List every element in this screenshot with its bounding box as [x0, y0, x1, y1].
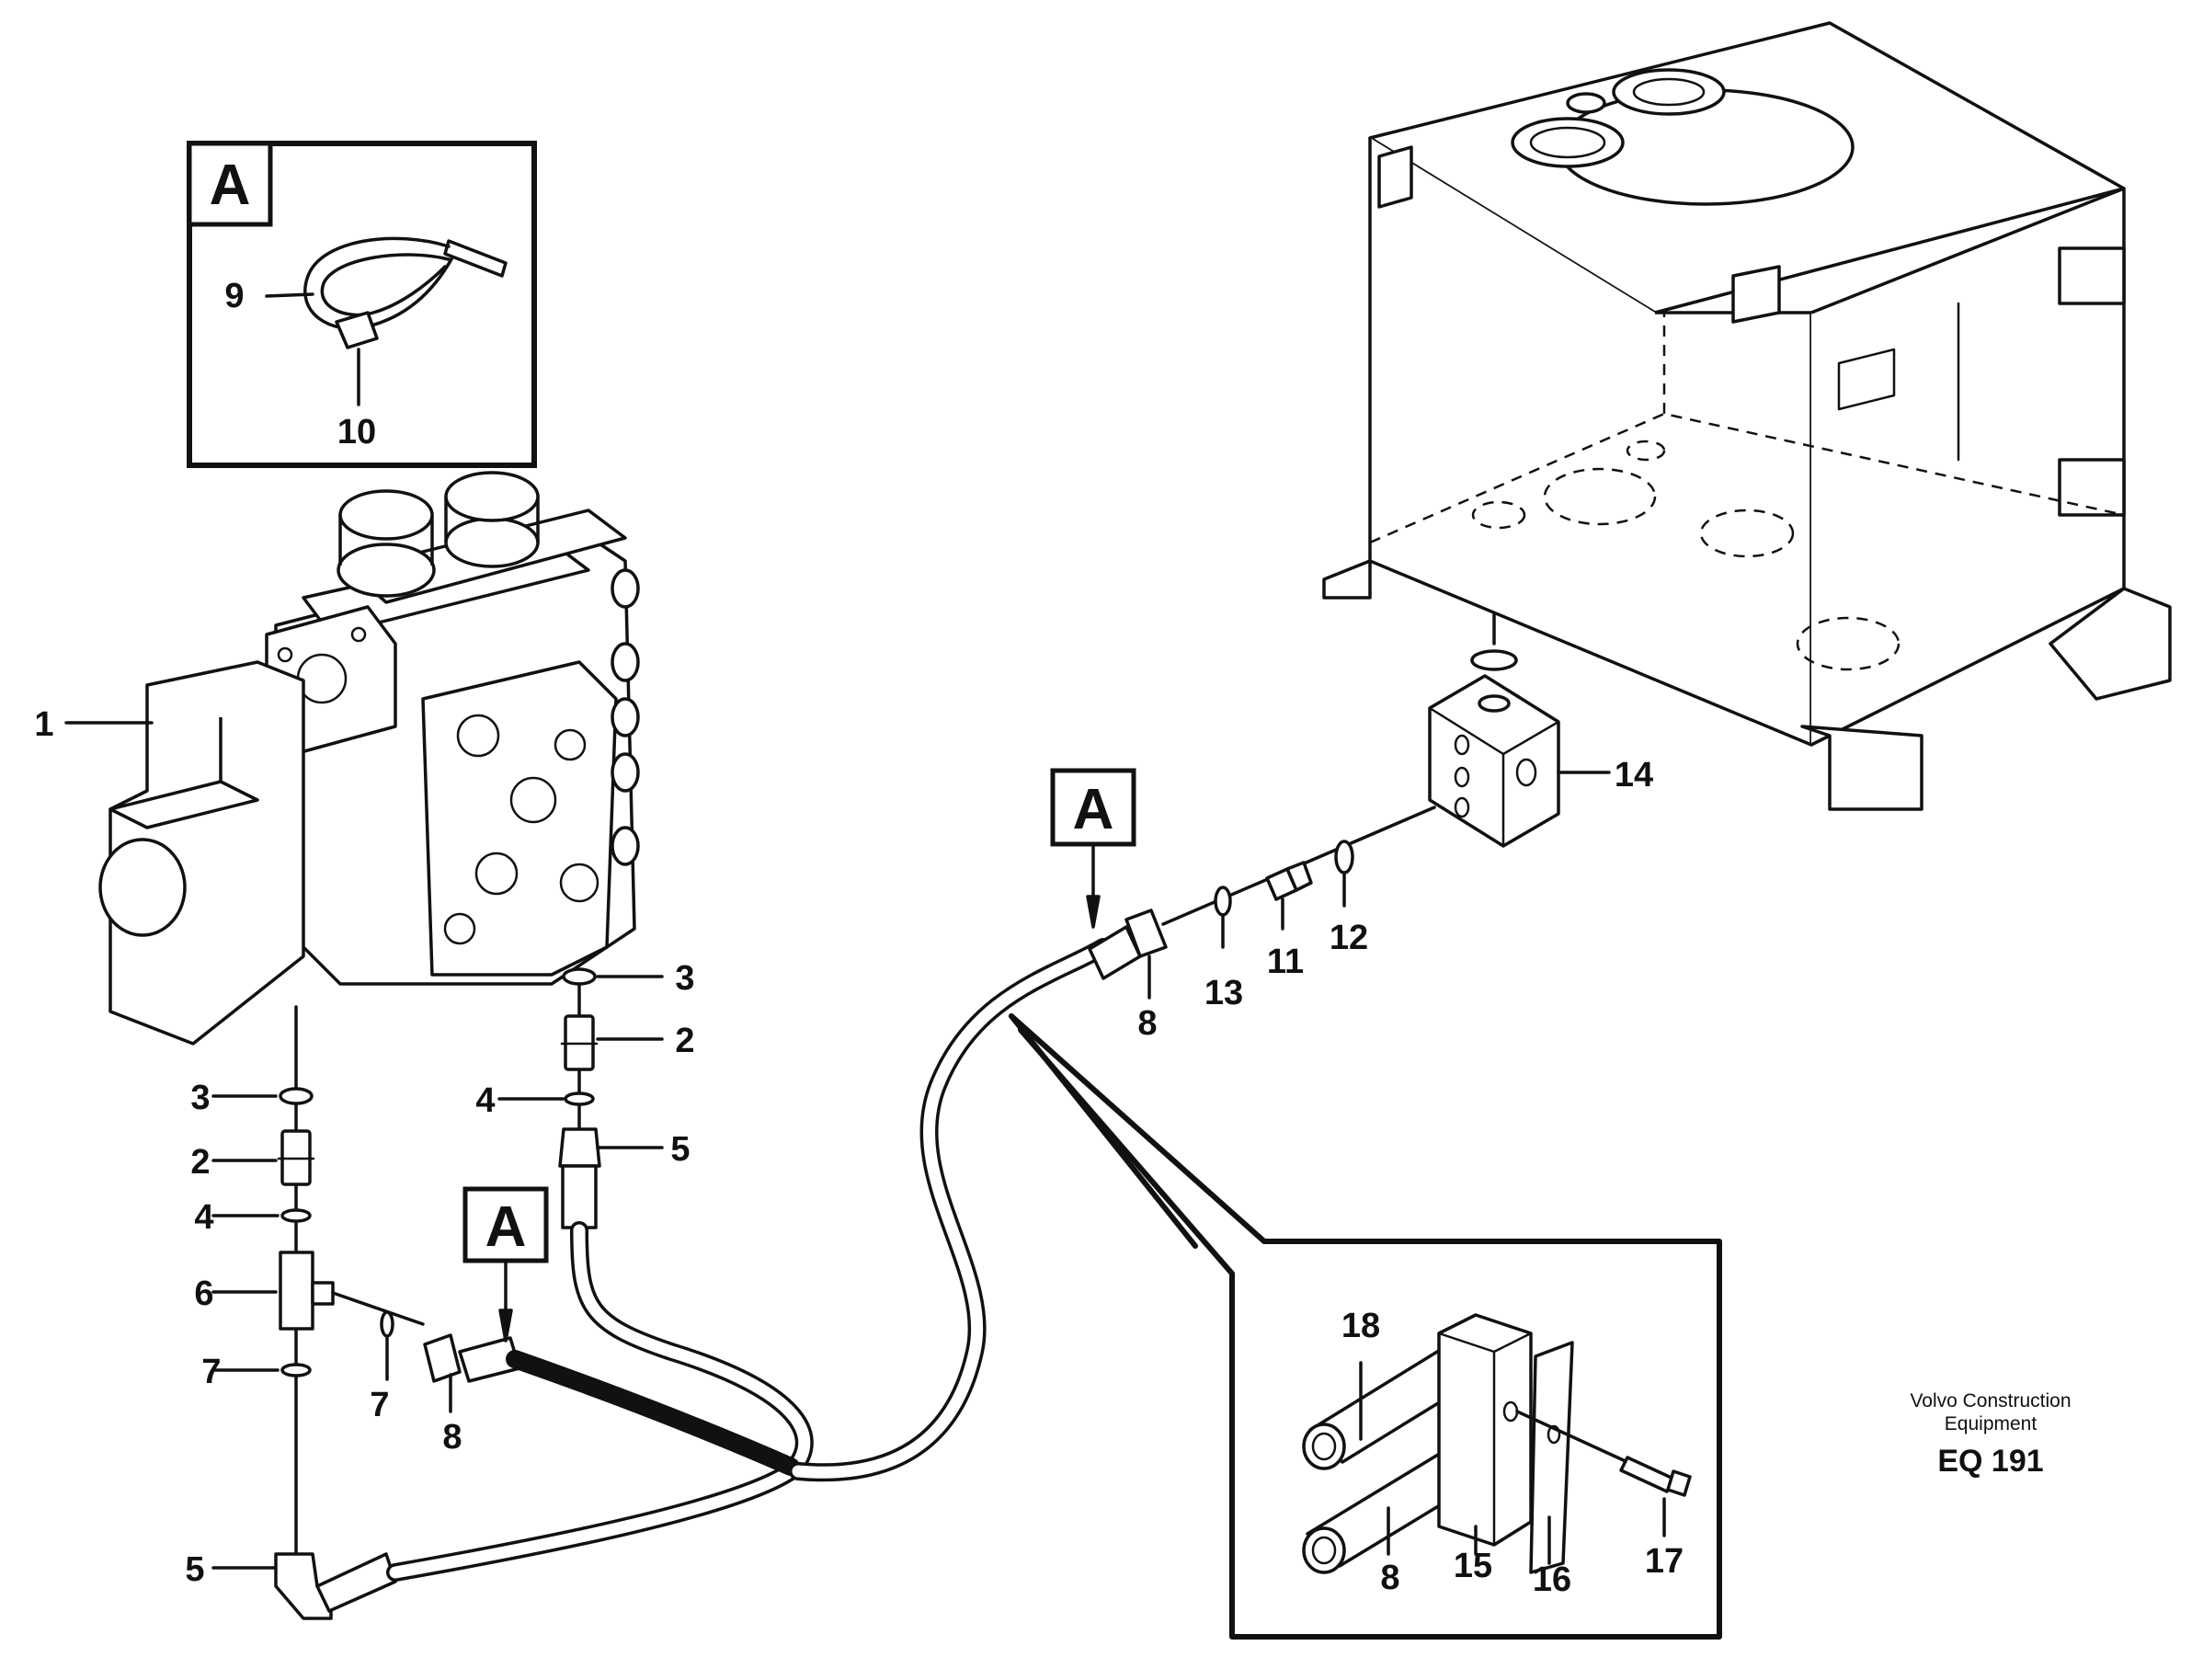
callout-7-bottom: 7 [370, 1386, 389, 1424]
left-fitting-stack [274, 1005, 521, 1620]
detail-a-marker-right-label: A [1073, 778, 1114, 841]
hose-lines [386, 938, 1113, 1582]
callout-5-middle: 5 [670, 1130, 690, 1169]
clamp-drawing [1302, 1313, 1692, 1574]
callout-4-left: 4 [194, 1198, 213, 1237]
hydraulic-tank [1322, 21, 2172, 811]
callout-7-left: 7 [201, 1353, 221, 1391]
callout-6: 6 [194, 1274, 213, 1313]
watermark-line1: Volvo Construction [1910, 1390, 2071, 1411]
watermark: Volvo Construction Equipment EQ 191 [1910, 1390, 2071, 1479]
callout-13: 13 [1204, 974, 1243, 1012]
control-valve-assembly [98, 471, 640, 1046]
valve-block [1428, 513, 1560, 848]
callout-5-left: 5 [185, 1550, 204, 1589]
detail-a-marker-left-label: A [485, 1195, 527, 1259]
detail-a-label: A [210, 154, 251, 217]
cable-tie-drawing [303, 236, 508, 349]
detail-a-inset: A [187, 141, 537, 468]
callout-8-right: 8 [1137, 1004, 1157, 1043]
watermark-code: EQ 191 [1937, 1444, 2043, 1479]
callout-8-left: 8 [442, 1418, 462, 1457]
callout-labels: 1 9 10 3 2 4 6 7 5 3 2 4 5 7 8 8 13 11 1… [34, 277, 1684, 1599]
callout-9: 9 [224, 277, 244, 315]
callout-4-middle: 4 [475, 1081, 495, 1120]
callout-2-left: 2 [190, 1143, 210, 1182]
callout-8-inset: 8 [1380, 1559, 1399, 1597]
callout-3-left: 3 [190, 1079, 210, 1117]
callout-1: 1 [34, 705, 53, 744]
leader-lines [64, 292, 1666, 1570]
callout-18: 18 [1341, 1307, 1380, 1345]
callout-10: 10 [337, 413, 376, 451]
clamp-detail-inset [1009, 1013, 1722, 1640]
detail-a-marker-left: A [462, 1186, 549, 1343]
right-fitting-line [1088, 806, 1436, 980]
callout-16: 16 [1533, 1560, 1571, 1599]
callout-11: 11 [1267, 943, 1304, 981]
callout-15: 15 [1454, 1547, 1492, 1585]
callout-12: 12 [1330, 919, 1368, 957]
detail-a-marker-right: A [1050, 768, 1136, 929]
middle-fitting-stack [558, 967, 601, 1229]
callout-14: 14 [1615, 756, 1653, 794]
watermark-line2: Equipment [1945, 1413, 2037, 1434]
callout-2-middle: 2 [675, 1022, 694, 1060]
callout-17: 17 [1645, 1542, 1684, 1581]
callout-3-middle: 3 [675, 959, 694, 998]
